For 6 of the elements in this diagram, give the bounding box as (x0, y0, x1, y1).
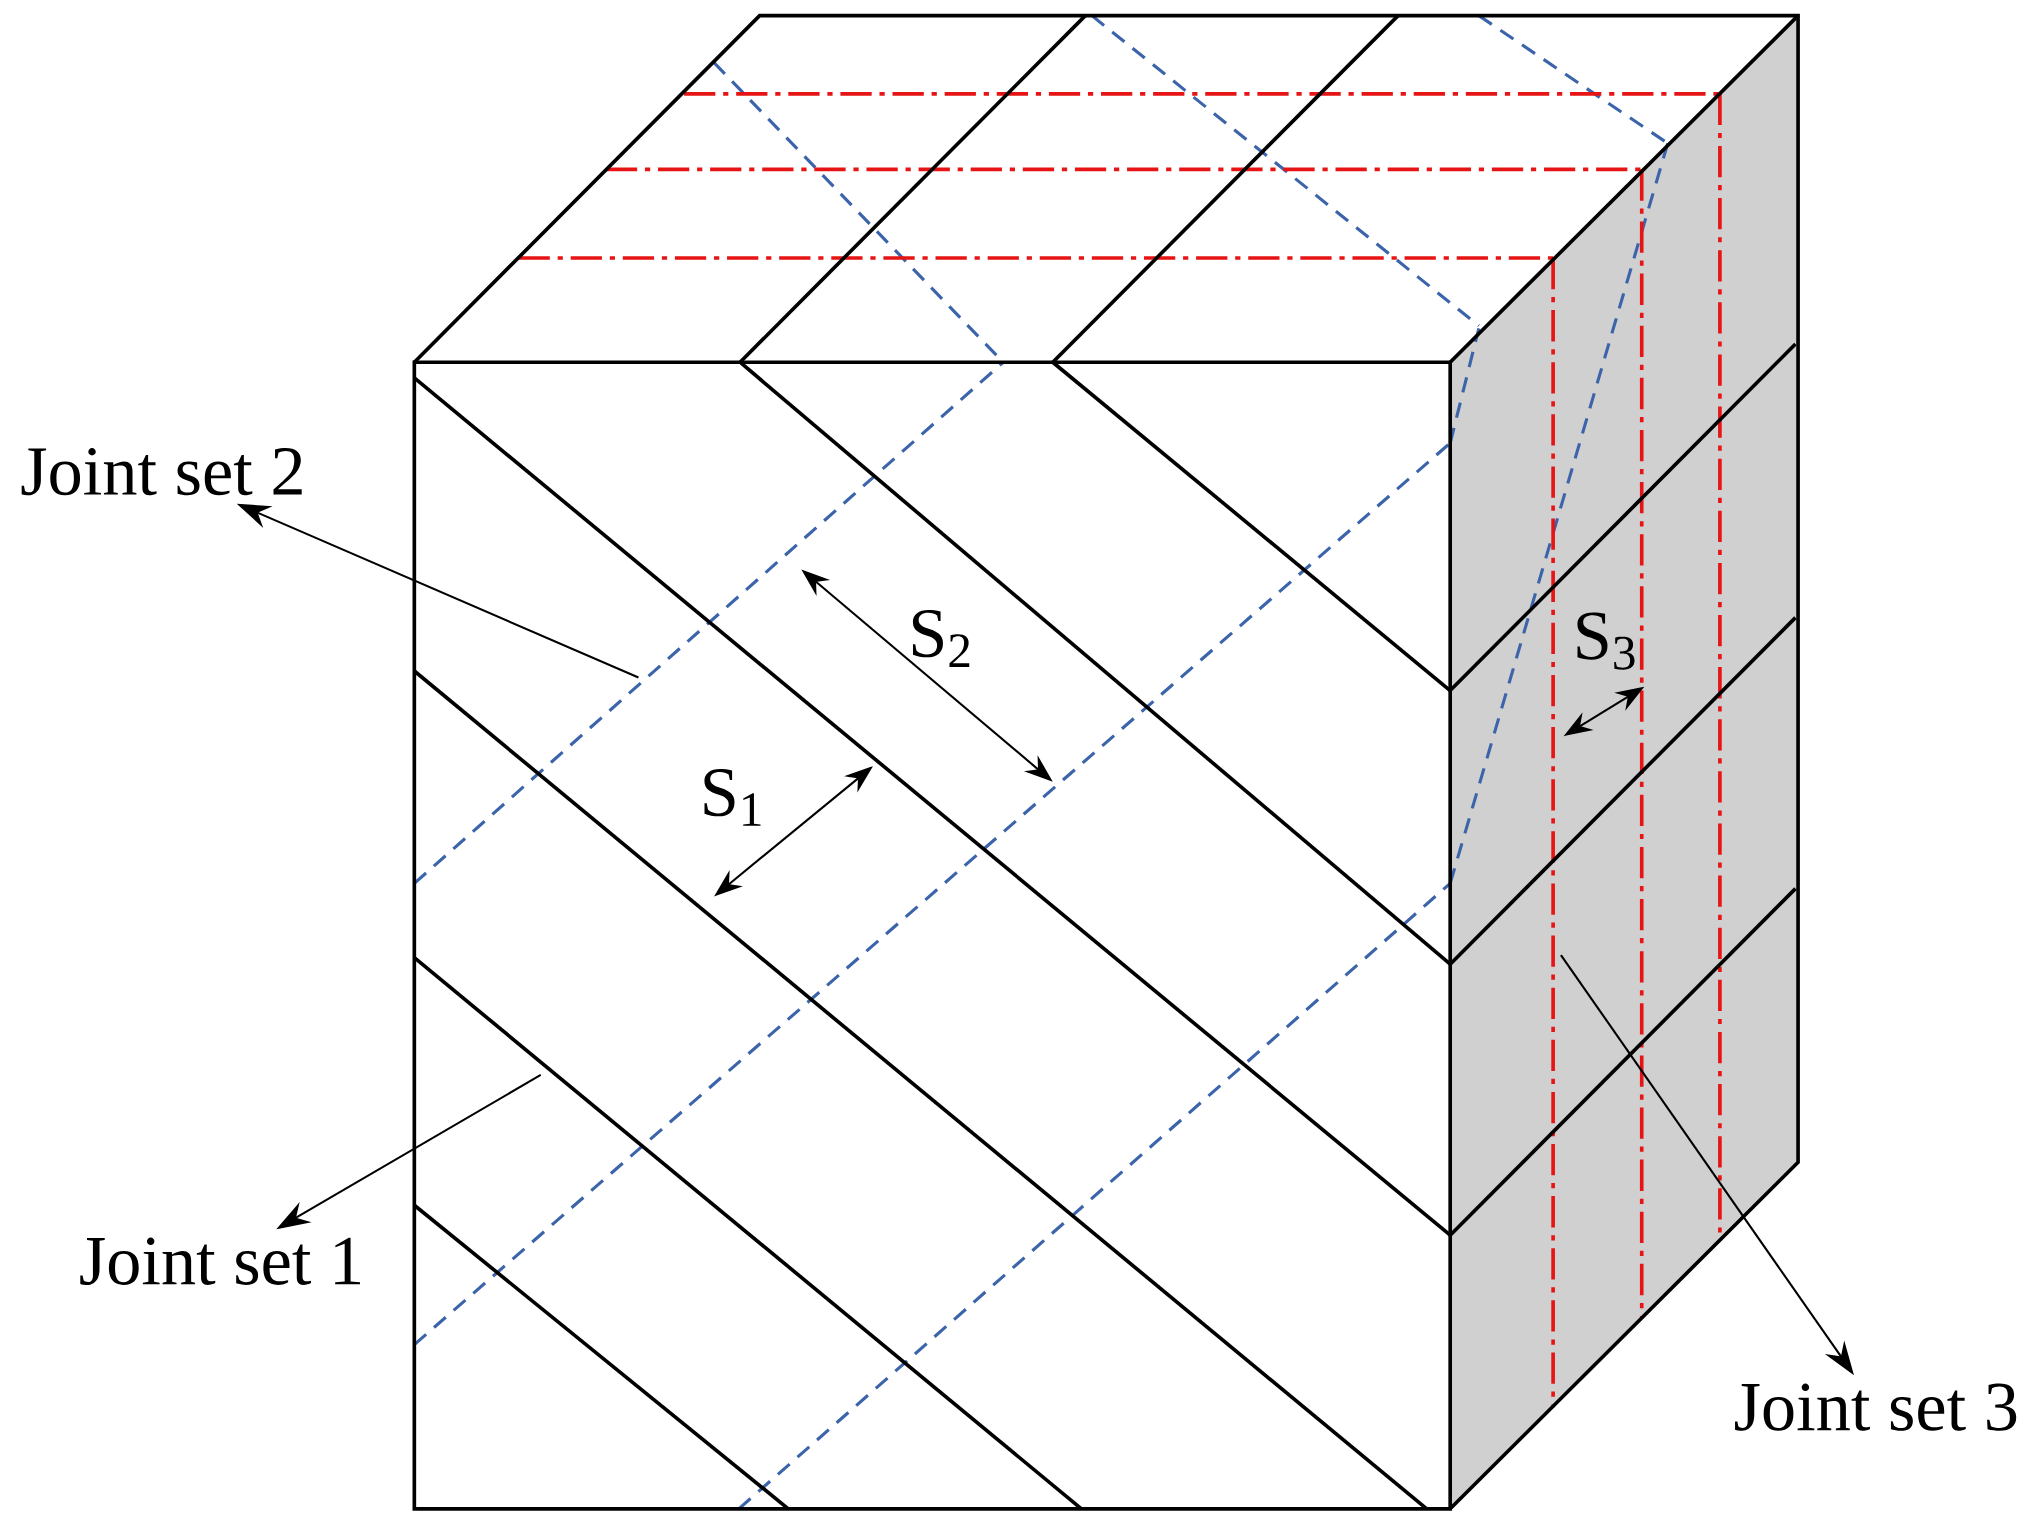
joint-set-label: Joint set 1 (80, 1237, 360, 1285)
joint-set-label: Joint set 3 (1735, 1383, 2017, 1431)
spacing-label: S$_{1}$ (704, 768, 761, 826)
spacing-label: S$_{3}$ (1577, 612, 1635, 670)
spacing-label: S$_{2}$ (912, 609, 970, 667)
joint-set-label: Joint set 2 (21, 447, 302, 496)
